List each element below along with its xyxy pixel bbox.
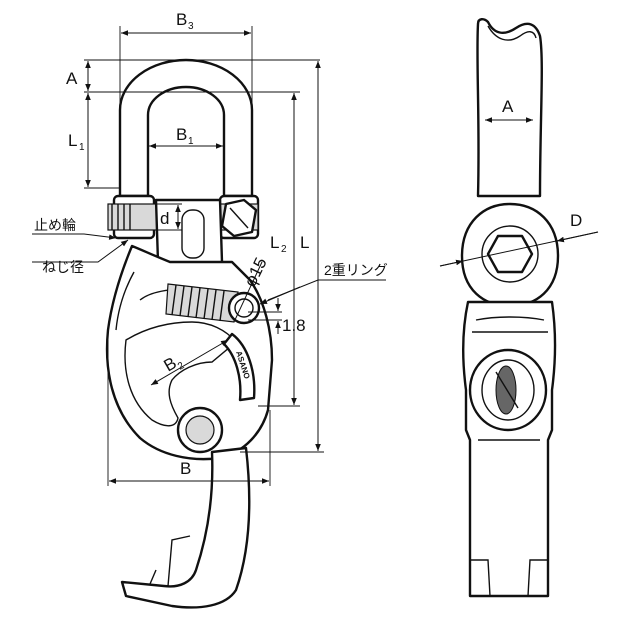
label-L1-sub: 1: [79, 142, 85, 153]
dimensions-side: A D: [439, 97, 599, 267]
side-top-arm: [476, 18, 543, 198]
lower-eye-inner: [185, 415, 215, 445]
label-B1: B: [176, 125, 187, 144]
label-L2: L: [270, 233, 279, 252]
label-double-ring: 2重リング: [324, 262, 388, 278]
label-stop-ring: 止め輪: [34, 217, 76, 233]
side-hex-socket-ring: [481, 225, 539, 283]
label-B2-sub: 2: [176, 360, 187, 373]
brand-plate: [222, 332, 256, 402]
label-1-8: 1.8: [282, 316, 306, 335]
label-A-left: A: [66, 69, 78, 88]
double-ring-inner: [234, 298, 254, 318]
side-pin-slot: [495, 365, 517, 415]
label-L1: L: [68, 131, 77, 150]
side-view: [460, 18, 560, 598]
label-B3-sub: 3: [188, 21, 194, 32]
latch-lever: [120, 446, 251, 609]
dimensions-front: B 3 A L 1 B 1 d L 2 L φ15: [32, 10, 388, 486]
label-L2-sub: 2: [281, 244, 287, 255]
label-A-right: A: [502, 97, 514, 116]
side-hex-socket: [486, 234, 534, 274]
label-B3: B: [176, 10, 187, 29]
label-screw-diameter: ねじ径: [42, 259, 84, 275]
double-ring-outer: [227, 291, 261, 325]
pin-thread: [111, 204, 131, 230]
label-B1-sub: 1: [188, 136, 194, 147]
label-d: d: [160, 209, 169, 228]
label-L: L: [300, 233, 309, 252]
side-body: [462, 300, 557, 598]
label-phi15: φ15: [241, 255, 271, 290]
label-D: D: [570, 211, 582, 230]
label-B: B: [180, 459, 191, 478]
